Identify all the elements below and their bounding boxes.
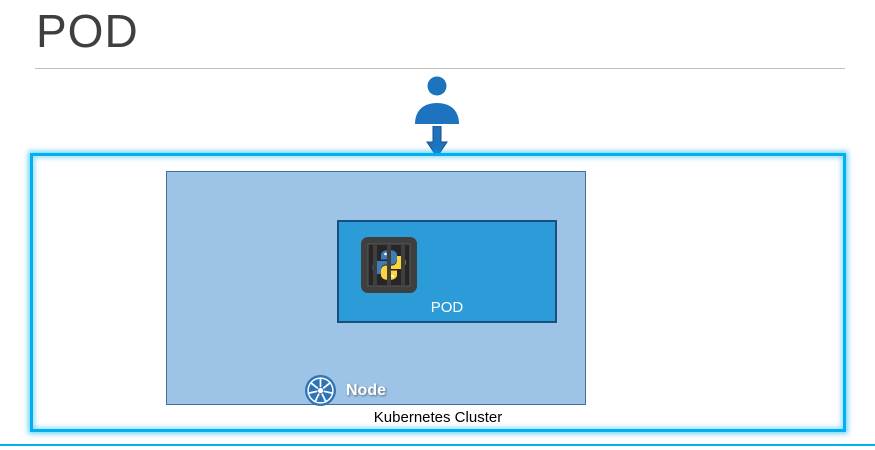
- cluster-label: Kubernetes Cluster: [373, 409, 503, 426]
- page-title: POD: [36, 5, 139, 57]
- user-icon: [412, 76, 462, 124]
- node-box: POD: [166, 171, 586, 406]
- kubernetes-cluster-box: POD: [30, 153, 846, 432]
- pod-box: POD: [337, 220, 557, 323]
- kubernetes-helm-icon: [305, 375, 336, 406]
- down-arrow-icon: [426, 125, 448, 158]
- bottom-accent-line: [0, 444, 875, 446]
- node-label: Node: [346, 381, 386, 399]
- node-caption: Node: [305, 375, 386, 406]
- title-divider: [35, 68, 845, 69]
- pod-label: POD: [430, 299, 464, 316]
- python-container-icon: [361, 237, 417, 293]
